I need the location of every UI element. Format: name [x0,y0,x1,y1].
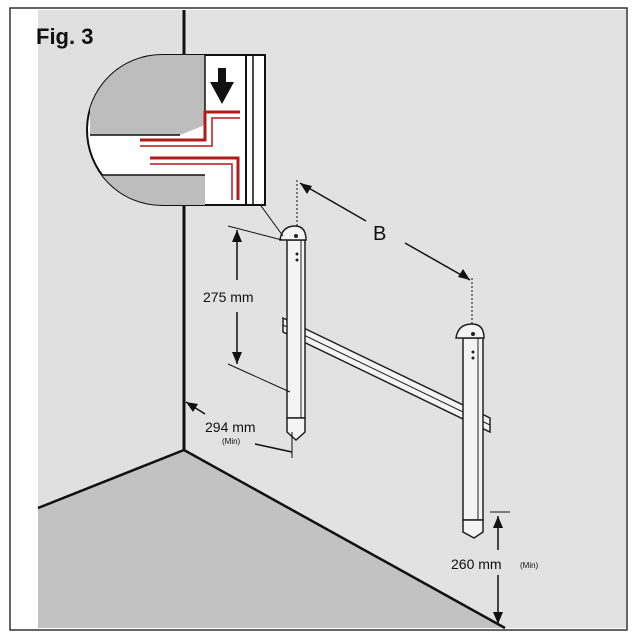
dimension-275-label: 275 mm [203,289,254,305]
down-arrow-icon [210,68,234,104]
right-bracket [455,323,485,539]
back-wall [184,10,626,628]
dimension-294-label: 294 mm [205,419,256,435]
detail-callout [86,54,266,206]
dimension-b-label: B [373,223,386,245]
floor-edge-back [183,448,506,630]
floor [38,450,505,628]
floor-edge-left [37,448,185,510]
dimension-294 [185,401,293,458]
dimension-260 [490,511,510,624]
dimension-260-label: 260 mm [451,556,502,572]
dimension-b [296,180,473,324]
dimension-294-note: (Min) [222,437,241,446]
dimension-260-note: (Min) [520,561,539,570]
figure-title: Fig. 3 [36,24,93,49]
dimension-275 [227,225,291,393]
brace-edge [282,324,491,426]
